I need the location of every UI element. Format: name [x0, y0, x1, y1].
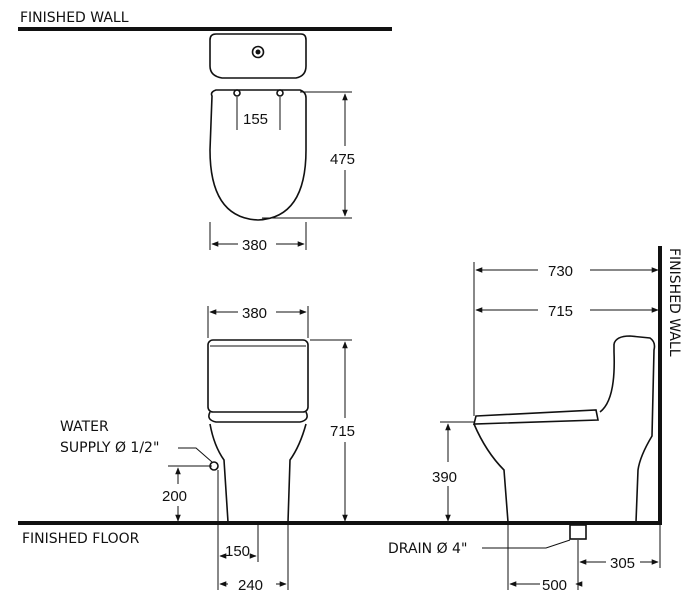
drain-leader: [482, 539, 571, 549]
tank-top-outline: [209, 33, 307, 79]
bowl-side-front: [473, 423, 509, 523]
finished-floor-label: FINISHED FLOOR: [22, 531, 140, 547]
finished-wall-side-label: FINISHED WALL: [666, 248, 682, 357]
water-supply-leader: [178, 447, 213, 463]
dim-200: 200: [162, 488, 187, 505]
seat-top-outline: [209, 89, 307, 221]
dim-150: 150: [225, 543, 250, 560]
side-view: 730 715 390 DRAIN Ø 4" 305 500: [388, 262, 661, 594]
dim-380-front: 380: [242, 305, 267, 322]
dim-240: 240: [238, 577, 263, 594]
flush-button-outer: [251, 45, 265, 59]
bowl-front-outline: [209, 423, 307, 523]
dim-730: 730: [548, 263, 573, 280]
dim-380-top: 380: [242, 237, 267, 254]
front-view: 380 715 WATER SUPPLY Ø 1/2" 200 150 240: [60, 305, 355, 594]
tank-side-front: [599, 344, 616, 413]
dim-500: 500: [542, 577, 567, 594]
drain-label: DRAIN Ø 4": [388, 541, 467, 557]
dim-305: 305: [610, 555, 635, 572]
flush-button-inner: [255, 49, 261, 55]
water-supply-label-line1: WATER: [60, 419, 109, 435]
tank-side-back: [613, 335, 656, 523]
top-view: 155 475 380: [209, 33, 355, 254]
dim-475: 475: [330, 151, 355, 168]
dim-155: 155: [243, 111, 268, 128]
dim-715-length: 715: [548, 303, 573, 320]
finished-wall-top-label: FINISHED WALL: [20, 10, 129, 26]
tank-front-outline: [207, 339, 309, 413]
dim-390: 390: [432, 469, 457, 486]
seat-side-outline: [472, 409, 599, 425]
hinge-right: [276, 89, 284, 97]
dim-715-height: 715: [330, 423, 355, 440]
water-supply-label-line2: SUPPLY Ø 1/2": [60, 440, 159, 456]
drain-outlet: [569, 524, 587, 540]
hinge-left: [233, 89, 241, 97]
seat-front-outline: [208, 411, 308, 423]
